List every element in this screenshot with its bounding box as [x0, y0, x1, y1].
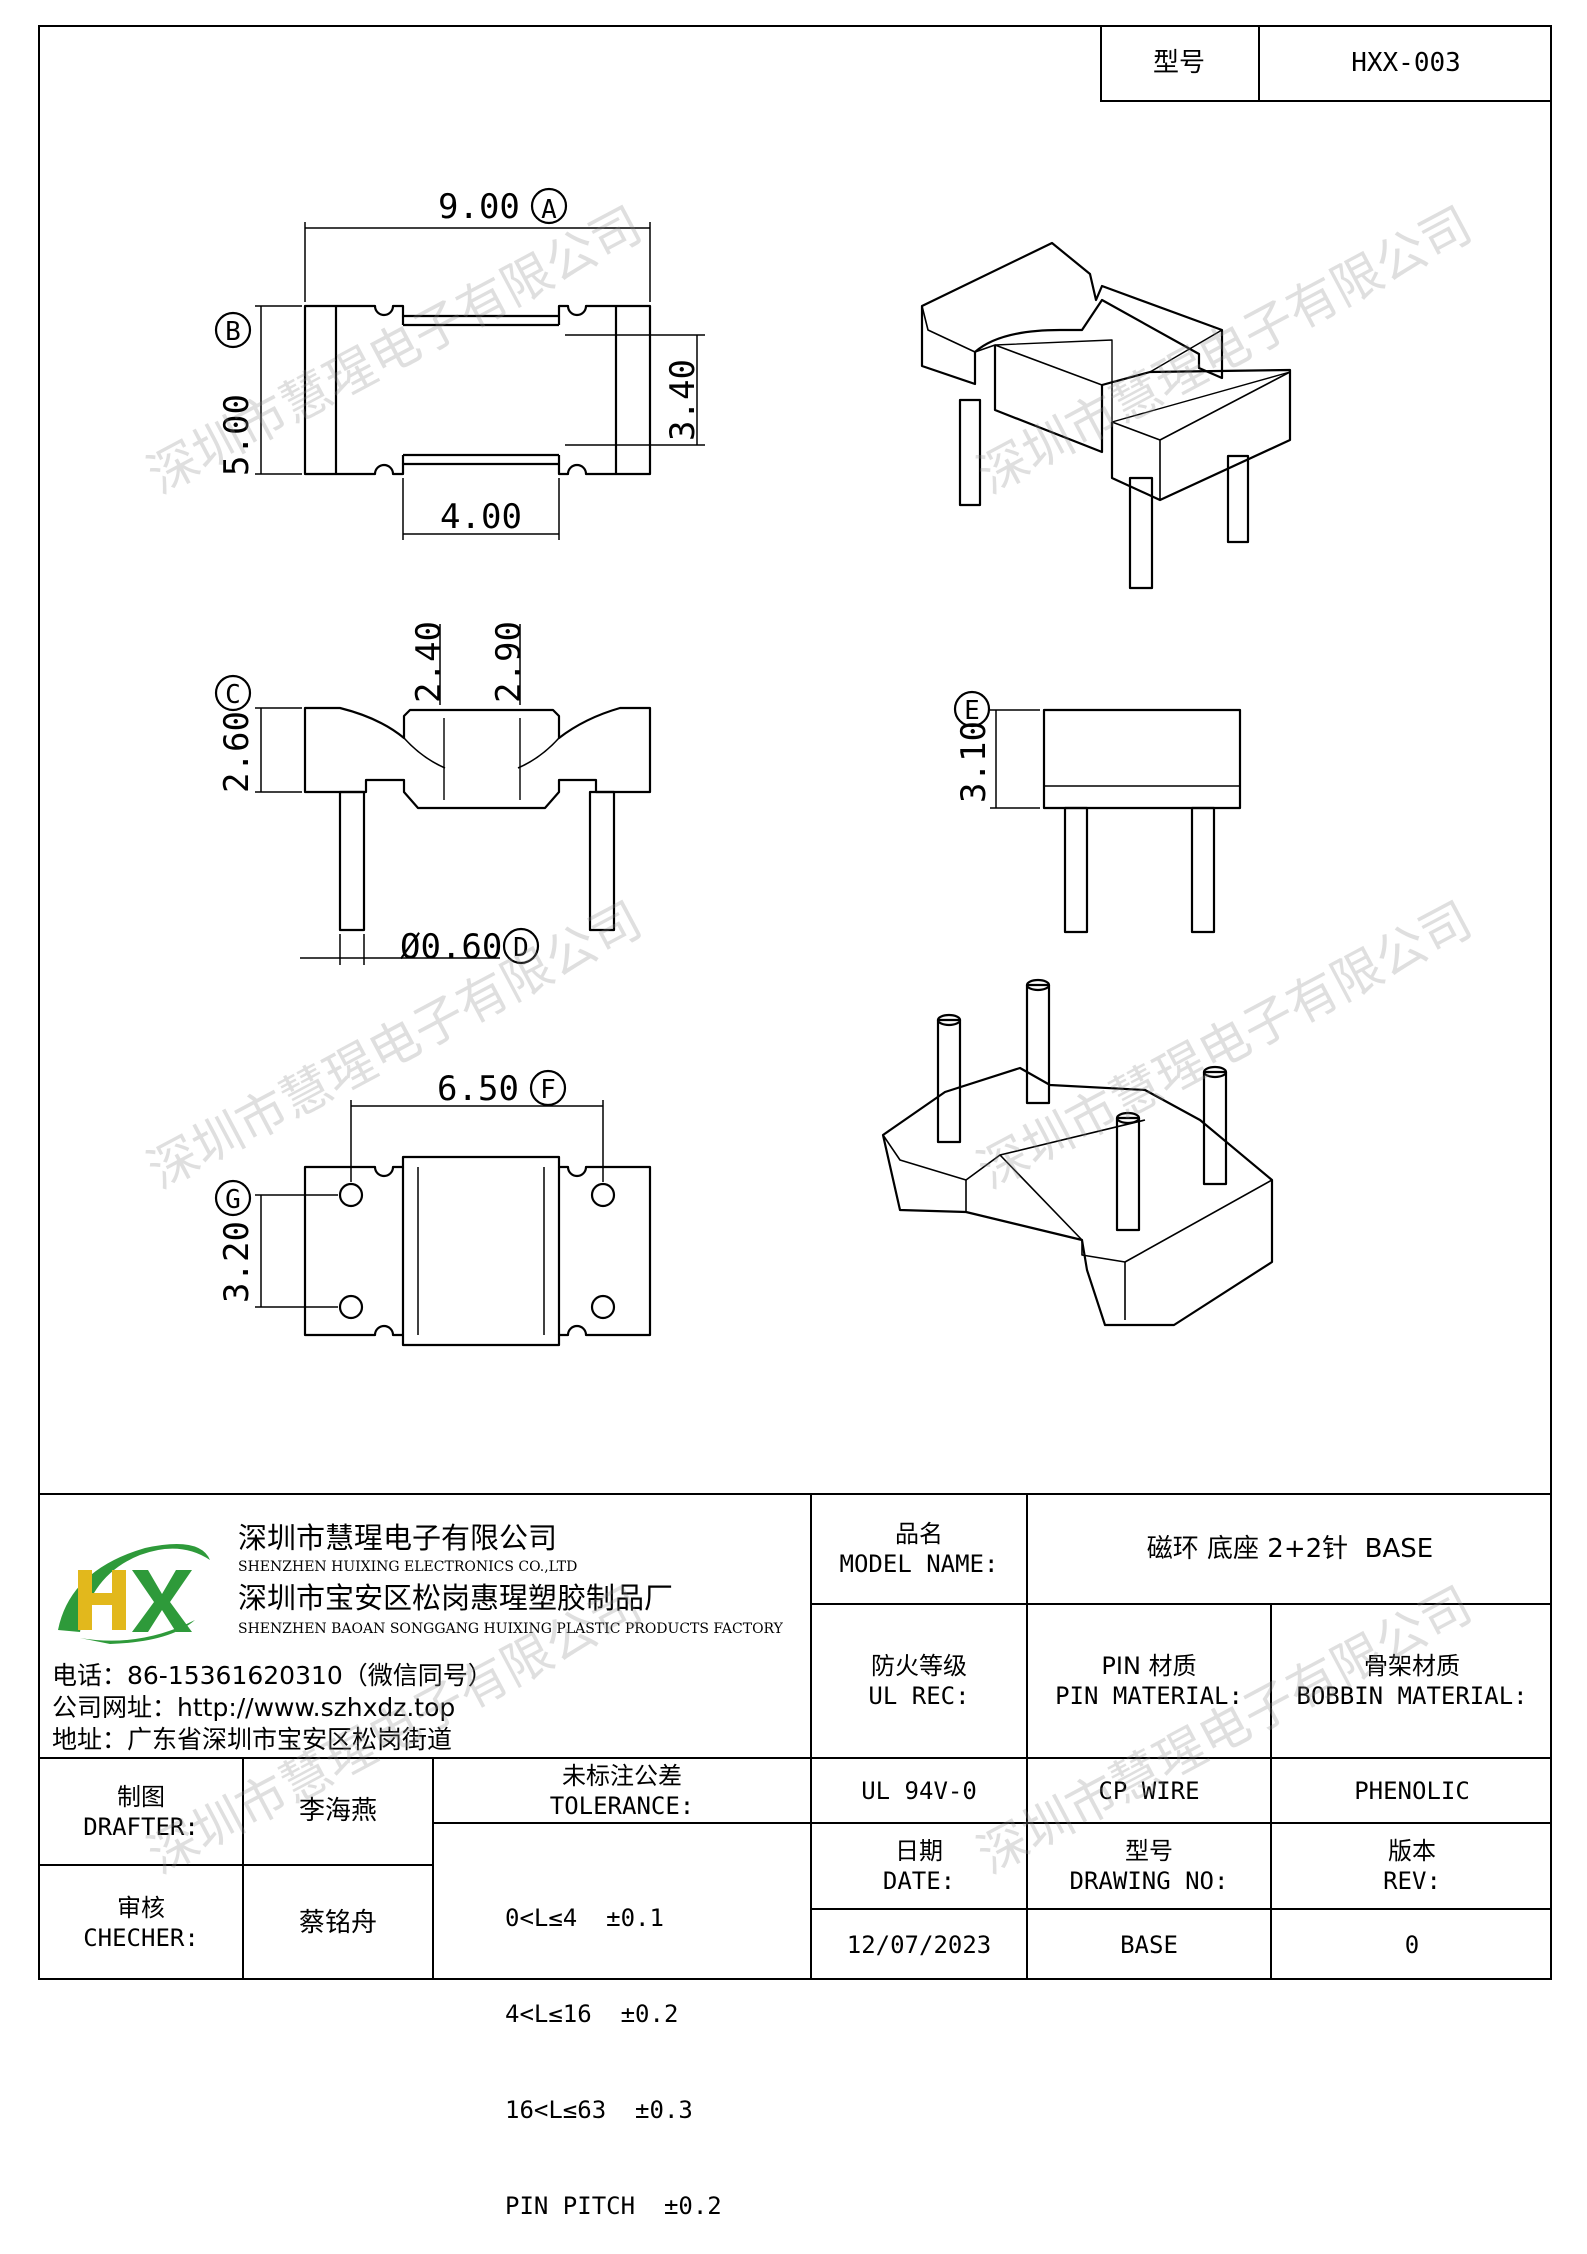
technical-drawing: 9.00 A 5.00 B 3.40 4.00 2.40 2.90 2.60 C…	[214, 187, 1292, 1347]
company-website: 公司网址：http://www.szhxdz.top	[52, 1693, 456, 1722]
bobbin-material-label: 骨架材质 BOBBIN MATERIAL:	[1296, 1652, 1528, 1710]
checker-label: 审核 CHECHER:	[83, 1894, 199, 1952]
dim-e-ref: E	[964, 696, 980, 726]
dim-400: 4.00	[440, 497, 522, 537]
dim-240: 2.40	[409, 621, 449, 703]
isometric-view-top	[920, 241, 1292, 590]
side-view	[953, 690, 1242, 934]
company-name-en: SHENZHEN HUIXING ELECTRONICS CO.,LTD	[238, 1559, 578, 1575]
top-view	[214, 187, 705, 540]
grid-line	[810, 1603, 1552, 1605]
model-box-divider	[1258, 25, 1260, 102]
tolerance-list: 0<L≤4 ±0.1 4<L≤16 ±0.2 16<L≤63 ±0.3 PIN …	[505, 1838, 722, 2254]
checker-name: 蔡铭舟	[298, 1907, 377, 1938]
tolerance-item: 4<L≤16 ±0.2	[505, 2000, 679, 2028]
dim-c-ref: C	[225, 680, 241, 710]
title-block	[38, 1493, 1552, 1495]
factory-name-cn: 深圳市宝安区松岗惠瑆塑胶制品厂	[238, 1581, 674, 1615]
tolerance-item: PIN PITCH ±0.2	[505, 2192, 722, 2220]
isometric-view-bottom	[881, 978, 1274, 1327]
company-info: 深圳市慧瑆电子有限公司 SHENZHEN HUIXING ELECTRONICS…	[238, 1515, 783, 1637]
dim-d: Ø0.60	[400, 927, 502, 967]
dim-b: 5.00	[217, 394, 257, 476]
pin-material-value: CP WIRE	[1098, 1776, 1200, 1805]
drafter-label: 制图 DRAFTER:	[83, 1782, 199, 1841]
contact-info: 电话：86-15361620310（微信同号） 公司网址：http://www.…	[52, 1660, 493, 1756]
bobbin-material-value: PHENOLIC	[1354, 1776, 1470, 1805]
grid-line	[810, 1822, 1552, 1824]
drawing-no-value: BASE	[1120, 1931, 1178, 1959]
drawing-no-label: 型号 DRAWING NO:	[1069, 1837, 1229, 1895]
drawing-frame	[38, 25, 1552, 1980]
dim-340: 3.40	[663, 359, 703, 441]
grid-line	[242, 1757, 244, 1980]
dim-g-ref: G	[225, 1185, 241, 1215]
dim-290: 2.90	[489, 621, 529, 703]
grid-line	[1270, 1603, 1272, 1980]
pin-material-label: PIN 材质 PIN MATERIAL:	[1055, 1652, 1243, 1710]
company-phone: 电话：86-15361620310（微信同号）	[52, 1661, 493, 1690]
grid-line	[1026, 1493, 1028, 1980]
grid-line	[38, 1757, 1552, 1759]
dim-d-ref: D	[513, 933, 529, 963]
bottom-view	[214, 1069, 652, 1347]
rev-value: 0	[1404, 1931, 1420, 1959]
model-name-value: 磁环 底座 2+2针 BASE	[1146, 1533, 1434, 1564]
date-value: 12/07/2023	[846, 1931, 992, 1959]
model-label: 型号	[1152, 48, 1205, 79]
tolerance-item: 0<L≤4 ±0.1	[505, 1904, 664, 1932]
dim-c: 2.60	[217, 711, 257, 793]
front-view	[214, 624, 652, 965]
grid-line	[38, 1864, 432, 1866]
dim-e: 3.10	[954, 721, 994, 803]
dim-f: 6.50	[437, 1069, 519, 1109]
model-box	[1100, 25, 1552, 102]
grid-line	[810, 1493, 812, 1980]
company-logo	[58, 1544, 210, 1644]
tolerance-item: 16<L≤63 ±0.3	[505, 2096, 693, 2124]
company-address: 地址：广东省深圳市宝安区松岗街道	[52, 1725, 453, 1754]
grid-line	[432, 1822, 810, 1824]
model-name-label: 品名 MODEL NAME:	[839, 1520, 999, 1578]
factory-name-en: SHENZHEN BAOAN SONGGANG HUIXING PLASTIC …	[238, 1621, 783, 1637]
model-value: HXX-003	[1351, 48, 1461, 79]
tolerance-label: 未标注公差 TOLERANCE:	[549, 1761, 695, 1820]
dim-b-ref: B	[225, 317, 241, 347]
ul-rec-label: 防火等级 UL REC:	[868, 1652, 970, 1710]
dim-f-ref: F	[540, 1075, 556, 1105]
dim-g: 3.20	[217, 1221, 257, 1303]
dim-a: 9.00	[438, 187, 520, 227]
dim-a-ref: A	[541, 195, 557, 225]
date-label: 日期 DATE:	[882, 1837, 956, 1895]
company-name-cn: 深圳市慧瑆电子有限公司	[238, 1521, 558, 1555]
drafter-name: 李海燕	[298, 1796, 377, 1827]
grid-line	[432, 1757, 434, 1980]
ul-value: UL 94V-0	[861, 1776, 977, 1805]
grid-line	[810, 1908, 1552, 1910]
rev-label: 版本 REV:	[1383, 1837, 1441, 1895]
